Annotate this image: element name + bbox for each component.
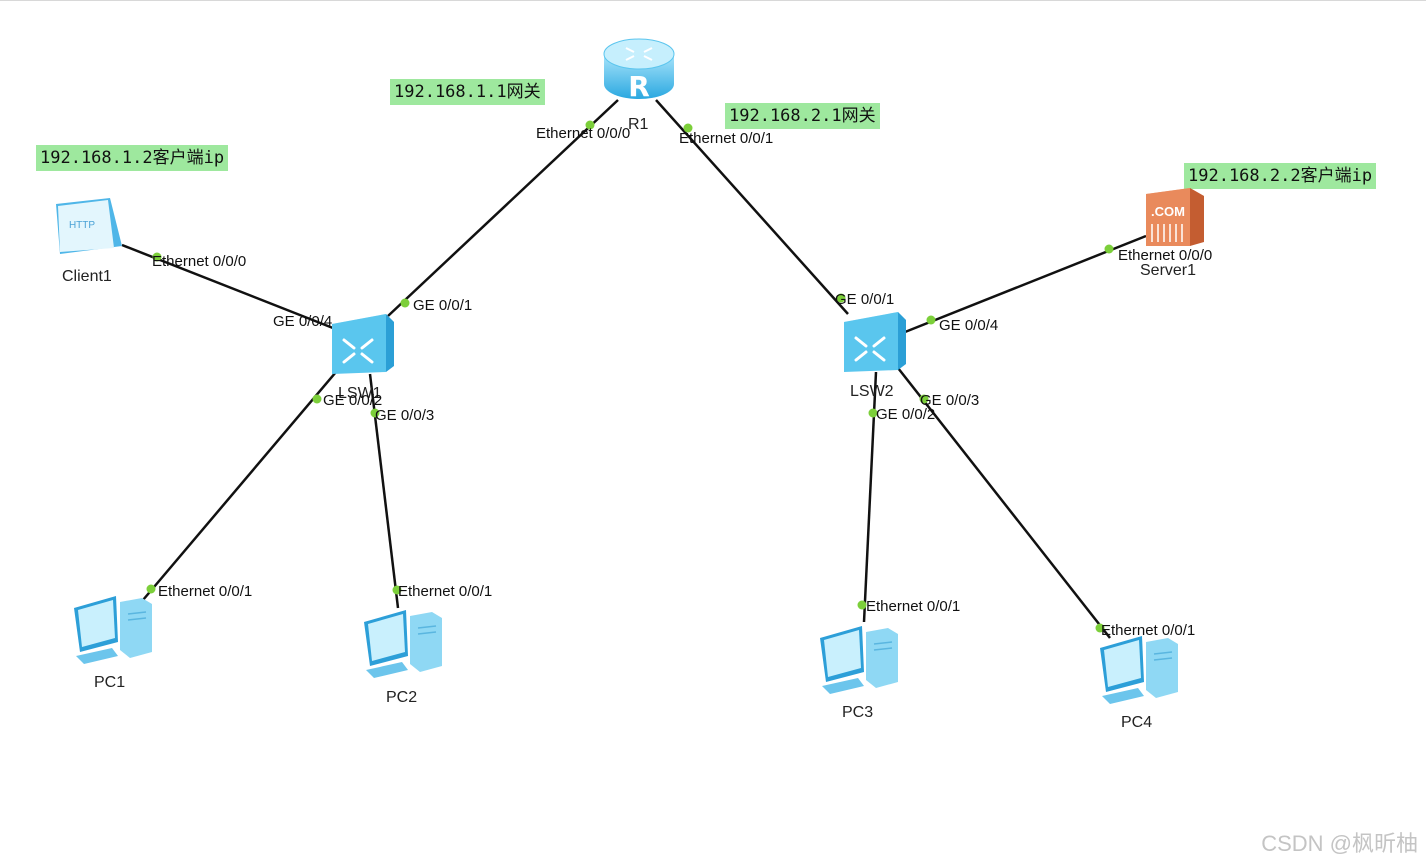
- gateway-note-2: 192.168.2.1网关: [725, 103, 880, 129]
- router-label: R1: [628, 116, 649, 133]
- pc-icon: [364, 610, 442, 678]
- port-dot: [1095, 623, 1105, 633]
- port-label: Ethernet 0/0/0: [536, 125, 631, 142]
- port-label: Ethernet 0/0/0: [152, 253, 247, 270]
- pc-label: PC3: [842, 704, 874, 721]
- pc-icon: [1100, 636, 1178, 704]
- port-label: GE 0/0/2: [876, 406, 936, 423]
- switch-lsw2[interactable]: [842, 308, 908, 374]
- port-label: Ethernet 0/0/1: [866, 598, 961, 615]
- link-lsw2-pc4: [897, 367, 1111, 639]
- pc-icon: [820, 626, 898, 694]
- port-label: GE 0/0/2: [323, 392, 383, 409]
- link-r1-lsw1: [387, 99, 619, 317]
- pc-pc4[interactable]: [1098, 634, 1180, 706]
- gateway-note-1: 192.168.1.1网关: [390, 79, 545, 105]
- pc-pc3[interactable]: [818, 624, 900, 696]
- switch-label: LSW2: [850, 383, 894, 400]
- link-r1-lsw2: [655, 99, 849, 315]
- switch-label: LSW1: [338, 385, 382, 402]
- svg-text:.COM: .COM: [1151, 204, 1185, 219]
- port-dot: [312, 394, 322, 404]
- router-r1[interactable]: R: [602, 36, 676, 103]
- switch-lsw1[interactable]: [330, 310, 396, 376]
- port-dot: [152, 252, 162, 262]
- server-server1[interactable]: .COM: [1144, 186, 1208, 248]
- port-dot: [919, 394, 929, 404]
- port-label: Ethernet 0/0/1: [679, 130, 774, 147]
- top-border: [0, 0, 1426, 1]
- port-dot: [926, 315, 936, 325]
- pc-label: PC2: [386, 689, 418, 706]
- switch-icon: [844, 312, 906, 372]
- server-label: Server1: [1140, 262, 1197, 279]
- port-label: GE 0/0/1: [835, 291, 895, 308]
- port-dot: [868, 408, 878, 418]
- http-client-icon: HTTP: [56, 198, 122, 254]
- pc-pc2[interactable]: [362, 608, 444, 680]
- switch-icon: [332, 314, 394, 374]
- pc-label: PC1: [94, 674, 126, 691]
- pc-icon: [74, 596, 152, 664]
- server-ip-note: 192.168.2.2客户端ip: [1184, 163, 1377, 189]
- port-dot: [1104, 244, 1114, 254]
- port-dot: [146, 584, 156, 594]
- port-dot: [857, 600, 867, 610]
- port-label: GE 0/0/1: [413, 297, 473, 314]
- port-label: GE 0/0/4: [939, 317, 999, 334]
- port-label: GE 0/0/4: [273, 313, 333, 330]
- pc-pc1[interactable]: [72, 594, 154, 666]
- watermark: CSDN @枫昕柚: [1261, 831, 1418, 856]
- port-dot: [836, 293, 846, 303]
- port-dot: [400, 298, 410, 308]
- client-ip-note: 192.168.1.2客户端ip: [36, 145, 229, 171]
- port-label: Ethernet 0/0/1: [398, 583, 493, 600]
- svg-text:R: R: [628, 70, 650, 102]
- port-dot: [370, 408, 380, 418]
- port-dot: [585, 120, 595, 130]
- port-label: GE 0/0/3: [920, 392, 980, 409]
- port-label: Ethernet 0/0/1: [158, 583, 253, 600]
- server-icon: .COM: [1146, 188, 1204, 246]
- port-label: GE 0/0/3: [375, 407, 435, 424]
- link-lsw1-pc1: [142, 371, 337, 601]
- port-dot: [683, 123, 693, 133]
- svg-text:HTTP: HTTP: [69, 220, 95, 231]
- client-client1[interactable]: HTTP: [52, 196, 126, 256]
- port-label: Ethernet 0/0/1: [1101, 622, 1196, 639]
- port-label: Ethernet 0/0/0: [1118, 247, 1213, 264]
- port-dot: [392, 585, 402, 595]
- pc-label: PC4: [1121, 714, 1153, 731]
- client-label: Client1: [62, 268, 112, 285]
- router-icon: R: [603, 38, 675, 103]
